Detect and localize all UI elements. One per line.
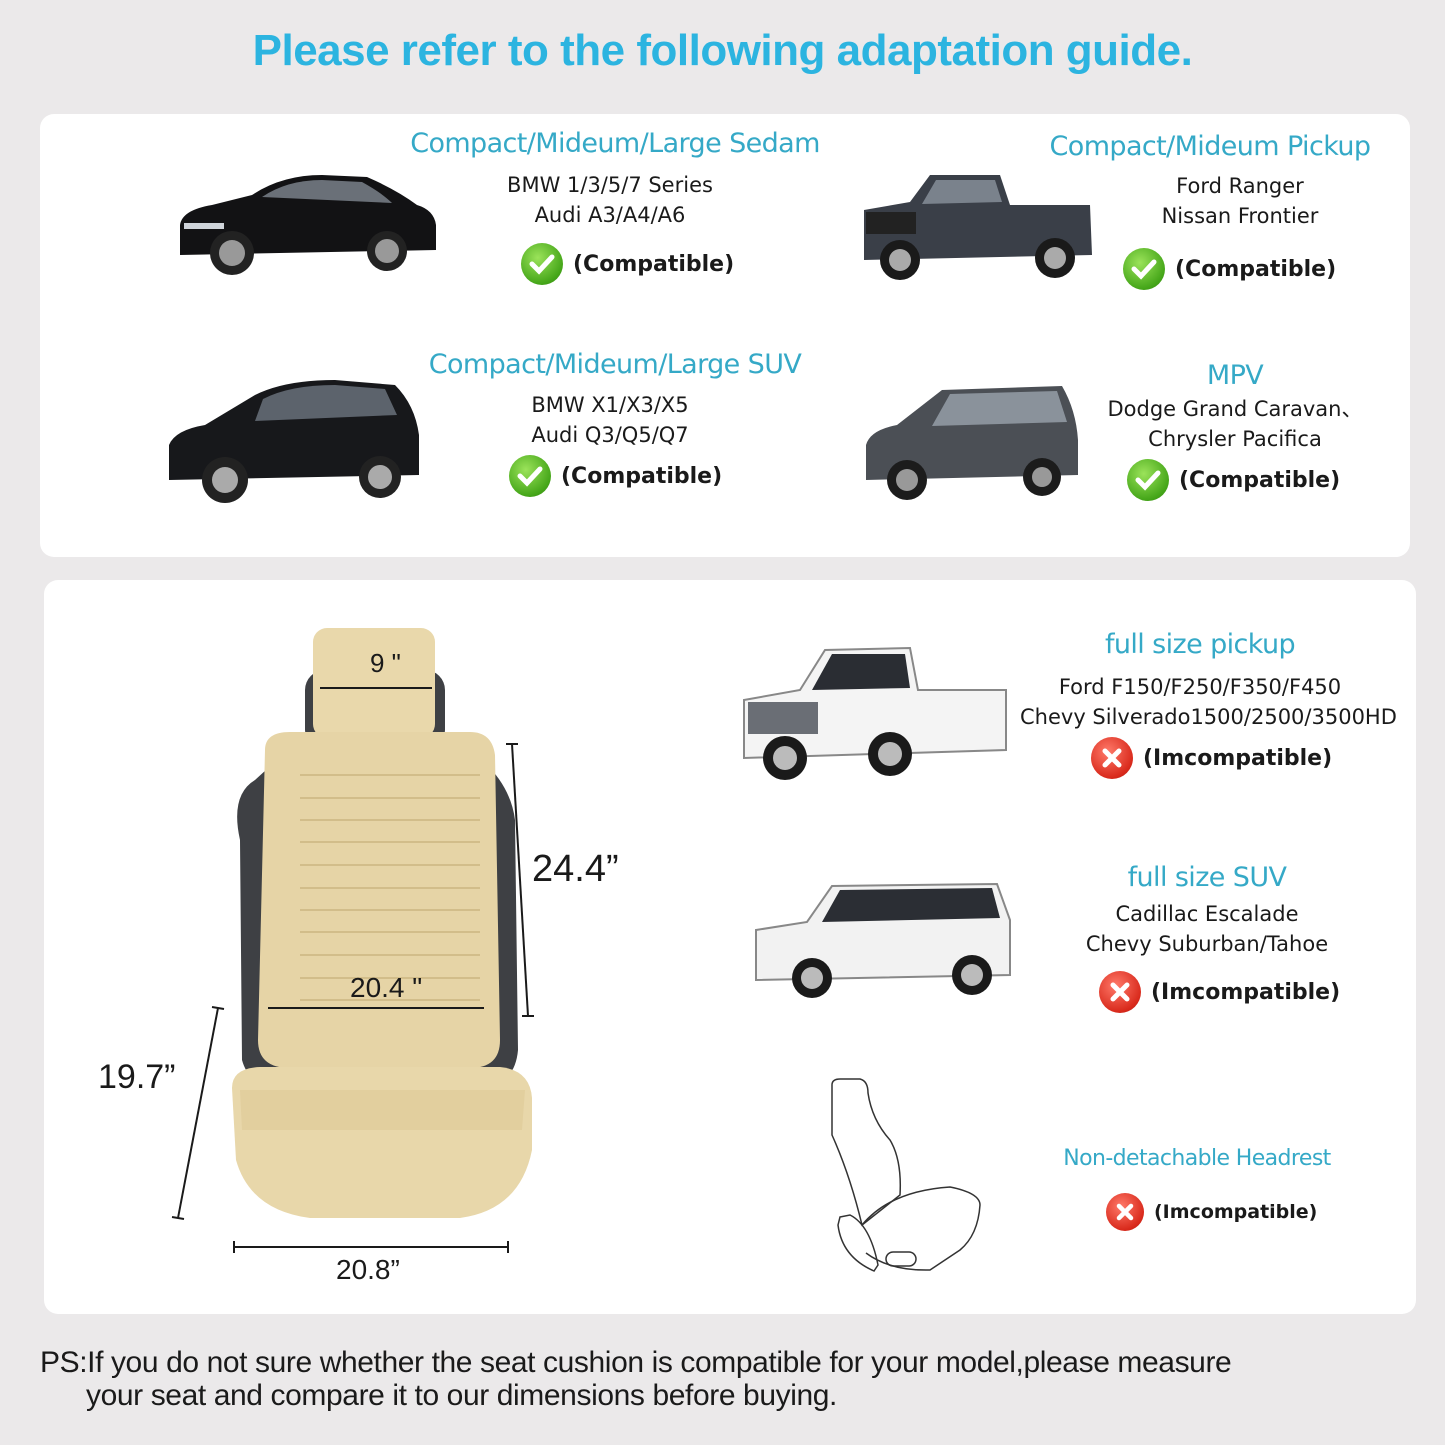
black-suv-image (169, 380, 419, 503)
status-full-suv: (Imcompatible) (1099, 971, 1340, 1013)
status-mpv: (Compatible) (1127, 459, 1340, 501)
models-mpv: Dodge Grand Caravan、 Chrysler Pacifica (1100, 394, 1370, 454)
status-pickup: (Compatible) (1123, 248, 1336, 290)
status-label: (Compatible) (1179, 467, 1341, 493)
gray-minivan-image (866, 386, 1078, 500)
seat-cushion-image (232, 628, 532, 1218)
status-label: (Compatible) (573, 251, 735, 277)
seat-depth-label: 19.7” (98, 1058, 176, 1096)
status-sedan: (Compatible) (521, 243, 734, 285)
x-icon (1091, 737, 1133, 779)
models-sedan: BMW 1/3/5/7 Series Audi A3/A4/A6 (480, 170, 740, 230)
model-line: Audi A3/A4/A6 (534, 203, 686, 227)
gray-pickup-image (864, 175, 1092, 280)
check-icon (1127, 459, 1169, 501)
model-line: BMW 1/3/5/7 Series (507, 173, 713, 197)
status-full-pickup: (Imcompatible) (1091, 737, 1332, 779)
models-pickup: Ford Ranger Nissan Frontier (1110, 171, 1370, 231)
seat-outline-image (831, 1078, 981, 1272)
status-label: (Imcompatible) (1151, 979, 1341, 1005)
category-non-detachable-headrest: Non-detachable Headrest (1063, 1146, 1331, 1171)
check-icon (521, 243, 563, 285)
check-icon (509, 455, 551, 497)
category-full-pickup: full size pickup (1104, 629, 1296, 660)
footer-line-1: PS:If you do not sure whether the seat c… (40, 1346, 1232, 1379)
model-line: Ford Ranger (1176, 174, 1304, 198)
models-full-pickup: Ford F150/F250/F350/F450 Chevy Silverado… (1020, 672, 1397, 732)
category-pickup: Compact/Mideum Pickup (1049, 131, 1372, 162)
x-icon (1106, 1193, 1144, 1231)
check-icon (1123, 248, 1165, 290)
status-label: (Compatible) (561, 463, 723, 489)
status-label: (Compatible) (1175, 256, 1337, 282)
seat-width-label: 20.8” (336, 1254, 400, 1285)
page-title: Please refer to the following adaptation… (252, 26, 1193, 75)
x-icon (1099, 971, 1141, 1013)
category-mpv: MPV (1206, 360, 1264, 391)
model-line: Audi Q3/Q5/Q7 (531, 423, 689, 447)
status-suv: (Compatible) (509, 455, 722, 497)
model-line: Cadillac Escalade (1115, 902, 1299, 926)
model-line: Ford F150/F250/F350/F450 (1058, 675, 1342, 699)
white-pickup-image (743, 646, 1007, 780)
category-sedan: Compact/Mideum/Large Sedam (410, 128, 820, 159)
status-non-detachable-headrest: (Imcompatible) (1106, 1193, 1317, 1231)
footer-line-2: your seat and compare it to our dimensio… (86, 1379, 837, 1412)
model-line: Chevy Silverado1500/2500/3500HD (1020, 705, 1397, 729)
white-suv-image (755, 882, 1011, 998)
category-suv: Compact/Mideum/Large SUV (428, 349, 802, 380)
model-line: Nissan Frontier (1161, 204, 1319, 228)
model-line: Dodge Grand Caravan、 (1107, 397, 1363, 421)
status-label: (Imcompatible) (1154, 1201, 1318, 1223)
footer-note: PS:If you do not sure whether the seat c… (40, 1346, 1420, 1412)
models-full-suv: Cadillac Escalade Chevy Suburban/Tahoe (1080, 899, 1334, 959)
category-full-suv: full size SUV (1127, 862, 1287, 893)
status-label: (Imcompatible) (1143, 745, 1333, 771)
model-line: Chrysler Pacifica (1148, 427, 1322, 451)
black-sedan-image (180, 175, 436, 275)
backrest-width-label: 20.4 " (350, 972, 423, 1003)
headrest-width-label: 9 " (370, 648, 401, 678)
models-suv: BMW X1/X3/X5 Audi Q3/Q5/Q7 (490, 390, 730, 450)
model-line: Chevy Suburban/Tahoe (1085, 932, 1329, 956)
backrest-height-label: 24.4” (532, 848, 619, 890)
model-line: BMW X1/X3/X5 (531, 393, 689, 417)
